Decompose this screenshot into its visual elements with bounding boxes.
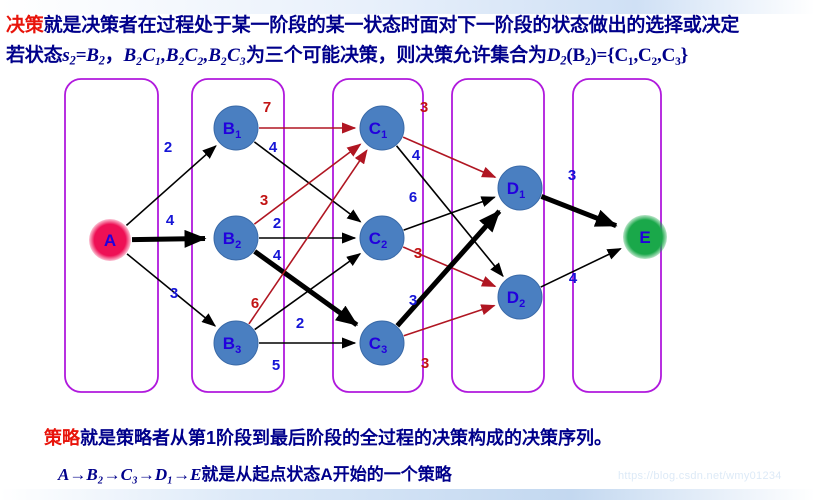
header-text-block: 决策就是决策者在过程处于某一阶段的某一状态时面对下一阶段的状态做出的选择或决定 … bbox=[6, 12, 811, 74]
header-allowed-set-symbol: D bbox=[546, 45, 561, 66]
node-D2[interactable]: D2 bbox=[497, 274, 543, 320]
node-label-B1: B1 bbox=[223, 119, 241, 141]
node-circle-E bbox=[623, 215, 667, 259]
node-label-D1: D1 bbox=[507, 179, 525, 201]
footer-line-1-rest: 就是策略者从第1阶段到最后阶段的全过程的决策构成的决策序列。 bbox=[80, 428, 613, 448]
bottom-decorative-band bbox=[0, 489, 815, 500]
node-B3[interactable]: B3 bbox=[213, 320, 259, 366]
header-allowed-set-subscript: 2 bbox=[560, 53, 567, 68]
edge-weight-B3-C3: 5 bbox=[272, 357, 280, 374]
header-line-1: 决策就是决策者在过程处于某一阶段的某一状态时面对下一阶段的状态做出的选择或决定 bbox=[6, 12, 811, 40]
stage-box-4 bbox=[451, 78, 545, 393]
edge-B3-to-C1 bbox=[248, 149, 368, 325]
edge-weight-B2-C2: 2 bbox=[273, 215, 281, 232]
node-label-E: E bbox=[639, 228, 650, 247]
node-label-C3: C3 bbox=[369, 334, 387, 356]
node-B2[interactable]: B2 bbox=[213, 215, 259, 261]
edge-C1-to-D1 bbox=[402, 136, 497, 178]
footer-strategy-path: A→B₂→C₃→D₁→E bbox=[58, 465, 202, 484]
edge-D2-to-E bbox=[540, 247, 622, 288]
edge-weight-B2-C3: 4 bbox=[273, 247, 282, 264]
node-circle-C3 bbox=[359, 320, 405, 366]
node-E[interactable]: E bbox=[623, 215, 667, 259]
header-comma-1: ， bbox=[104, 45, 124, 66]
node-circle-D1 bbox=[497, 165, 543, 211]
stage-box-3 bbox=[332, 78, 424, 393]
header-allowed-set-value: (B₂)={C₁,C₂,C₃} bbox=[566, 45, 688, 66]
node-C2[interactable]: C2 bbox=[359, 215, 405, 261]
edge-C3-to-D1 bbox=[395, 209, 502, 328]
node-C3[interactable]: C3 bbox=[359, 320, 405, 366]
node-label-C1: C1 bbox=[369, 119, 387, 141]
edge-weight-C1-D1: 3 bbox=[420, 99, 428, 116]
header-line-2: 若状态s2=B2，B₂C₁,B₂C₂,B₂C₃为三个可能决策，则决策允许集合为D… bbox=[6, 42, 811, 74]
edge-B2-to-C3 bbox=[253, 249, 359, 327]
watermark-url: https://blog.csdn.net/wmy01234 bbox=[618, 470, 782, 482]
edge-weight-B3-C2: 2 bbox=[296, 315, 304, 332]
node-label-B3: B3 bbox=[223, 334, 241, 356]
edges-group bbox=[125, 122, 622, 349]
edge-weight-B1-C1: 7 bbox=[263, 99, 271, 116]
node-circle-D2 bbox=[497, 274, 543, 320]
top-decorative-band bbox=[0, 0, 815, 14]
node-B1[interactable]: B1 bbox=[213, 105, 259, 151]
footer-line-2: A→B₂→C₃→D₁→E就是从起点状态A开始的一个策略 bbox=[58, 460, 452, 485]
edge-weight-C2-D2: 3 bbox=[414, 245, 422, 262]
header-line-1-rest: 就是决策者在过程处于某一阶段的某一状态时面对下一阶段的状态做出的选择或决定 bbox=[43, 15, 740, 36]
footer-keyword-strategy: 策略 bbox=[44, 428, 80, 448]
node-circle-B2 bbox=[213, 215, 259, 261]
edge-weight-B1-C2: 4 bbox=[269, 139, 278, 156]
header-state-equals: =B bbox=[75, 45, 99, 66]
edge-B1-to-C2 bbox=[253, 141, 362, 223]
header-keyword-decision: 决策 bbox=[6, 15, 44, 36]
edge-A-to-B2 bbox=[131, 229, 207, 248]
node-C1[interactable]: C1 bbox=[359, 105, 405, 151]
stage-box-1 bbox=[64, 78, 159, 393]
header-state-equals-subscript: 2 bbox=[98, 53, 105, 68]
edge-weight-A-B3: 3 bbox=[170, 285, 178, 302]
header-line-2-mid: 为三个可能决策，则决策允许集合为 bbox=[245, 45, 547, 66]
edge-weight-A-B1: 2 bbox=[164, 139, 172, 156]
edge-weight-C3-D1: 3 bbox=[409, 292, 417, 309]
node-label-D2: D2 bbox=[507, 288, 525, 310]
edge-weight-C3-D2: 3 bbox=[421, 355, 429, 372]
edge-C1-to-D2 bbox=[395, 145, 504, 278]
header-state-subscript: 2 bbox=[69, 53, 76, 68]
edge-weight-C1-D2: 4 bbox=[412, 147, 421, 164]
edge-weight-D2-E: 4 bbox=[569, 270, 578, 287]
edge-C2-to-D1 bbox=[403, 196, 496, 231]
edge-weight-B3-C1: 6 bbox=[251, 295, 259, 312]
edge-A-to-B3 bbox=[126, 253, 217, 327]
edge-A-to-B1 bbox=[125, 145, 217, 226]
node-circle-B3 bbox=[213, 320, 259, 366]
node-circle-C1 bbox=[359, 105, 405, 151]
edge-weight-A-B2: 4 bbox=[166, 212, 175, 229]
edge-B3-to-C2 bbox=[254, 253, 362, 331]
footer-line-2-rest: 就是从起点状态A开始的一个策略 bbox=[201, 465, 452, 484]
node-circle-C2 bbox=[359, 215, 405, 261]
edge-weight-C2-D1: 6 bbox=[409, 189, 417, 206]
footer-line-1: 策略就是策略者从第1阶段到最后阶段的全过程的决策构成的决策序列。 bbox=[44, 424, 612, 450]
header-line-2-prefix: 若状态 bbox=[6, 45, 63, 66]
node-circle-A bbox=[89, 219, 131, 261]
node-circle-B1 bbox=[213, 105, 259, 151]
edge-weight-D1-E: 3 bbox=[568, 167, 576, 184]
header-decision-set: B₂C₁,B₂C₂,B₂C₃ bbox=[123, 45, 247, 66]
edge-D1-to-E bbox=[540, 194, 618, 229]
node-label-C2: C2 bbox=[369, 229, 387, 251]
edge-weight-B2-C1: 3 bbox=[260, 192, 268, 209]
node-label-B2: B2 bbox=[223, 229, 241, 251]
node-D1[interactable]: D1 bbox=[497, 165, 543, 211]
node-A[interactable]: A bbox=[89, 219, 131, 261]
node-label-A: A bbox=[104, 231, 116, 250]
edge-B2-to-C1 bbox=[253, 143, 362, 225]
edge-C3-to-D2 bbox=[403, 304, 496, 337]
header-state-symbol: s bbox=[62, 45, 70, 66]
